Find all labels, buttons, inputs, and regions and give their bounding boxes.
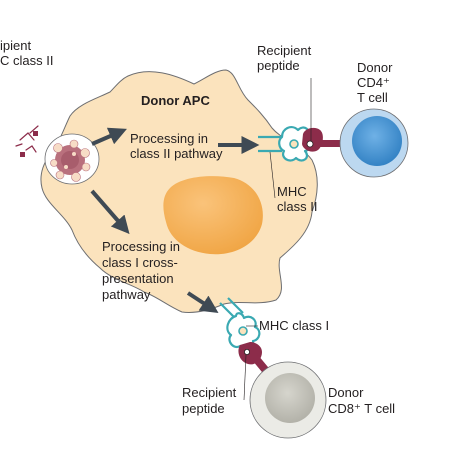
donor-cd4-t-cell-nucleus — [352, 116, 402, 166]
recipient-mhc-fragment-icon — [15, 125, 39, 157]
donor-cd4-label-line3: T cell — [357, 90, 388, 105]
arrow-to-mhc-class1 — [186, 291, 219, 313]
processing-class1-label-line3: presentation — [102, 271, 174, 286]
recipient-peptide-bottom — [243, 348, 250, 355]
recipient-peptide-bottom-label-line2: peptide — [182, 401, 225, 416]
recipient-mhc-label-line1: ipient — [0, 38, 32, 53]
arrow-to-class1-processing — [90, 189, 130, 235]
donor-cd8-t-cell-nucleus — [265, 373, 315, 423]
processing-class1-label-line4: pathway — [102, 287, 151, 302]
recipient-mhc-label-line2: C class II — [0, 53, 54, 68]
mhc-class1-molecule — [219, 297, 261, 350]
processing-class2-label-line1: Processing in — [130, 131, 209, 146]
processing-class1-label-line1: Processing in — [102, 239, 181, 254]
recipient-peptide-top-label-line2: peptide — [257, 58, 300, 73]
recipient-peptide-bottom-label-line1: Recipient — [182, 385, 237, 400]
apc-nucleus — [163, 176, 263, 255]
recipient-peptide-bottom-leader — [243, 354, 247, 401]
recipient-peptide-top-label-line1: Recipient — [257, 43, 312, 58]
antigen-cluster — [50, 139, 91, 182]
donor-cd8-label-line1: Donor — [328, 385, 364, 400]
donor-apc-label: Donor APC — [141, 93, 210, 108]
processing-class2-label-line2: class II pathway — [130, 146, 223, 161]
recipient-peptide-top — [306, 140, 314, 148]
donor-cd4-label-line1: Donor — [357, 60, 393, 75]
processing-class1-label-line2: class I cross- — [102, 255, 178, 270]
mhc-class2-label-line1: MHC — [277, 184, 307, 199]
mhc-class2-leader — [269, 151, 276, 199]
mhc-class2-label-line2: class II — [277, 199, 318, 214]
arrow-to-class2-processing — [91, 127, 127, 146]
donor-cd8-label-line2: CD8⁺ T cell — [328, 401, 396, 416]
donor-cd4-label-line2: CD4⁺ — [357, 75, 390, 90]
mhc-class1-label: MHC class I — [259, 318, 330, 333]
